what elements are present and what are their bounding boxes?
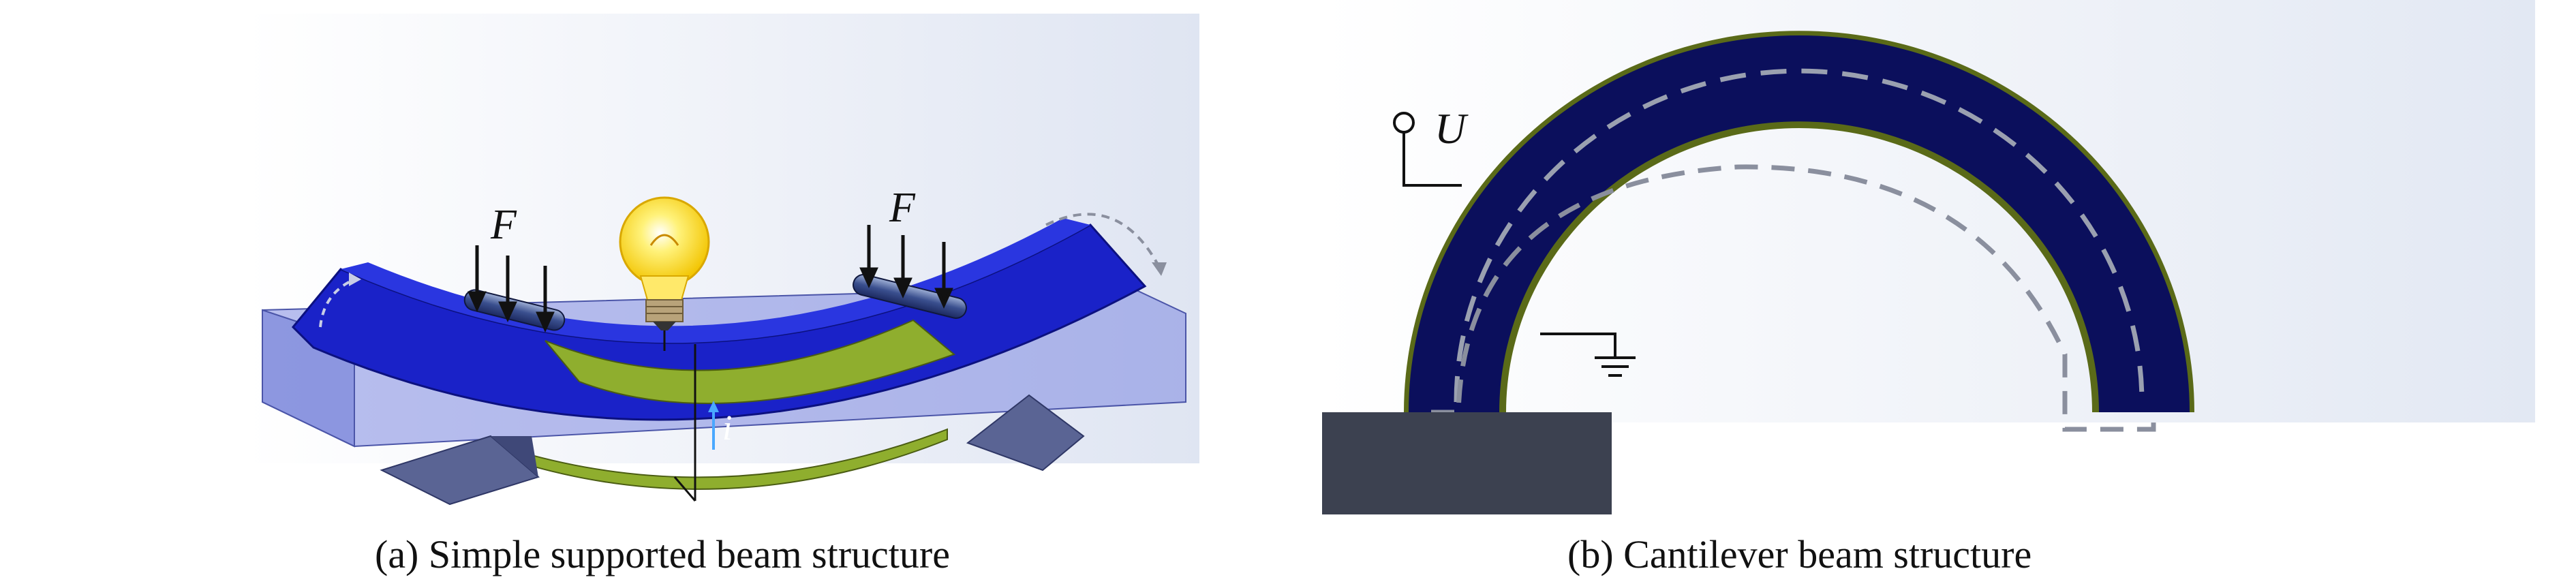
left-support-shade xyxy=(491,436,538,477)
simple-beam-diagram: F F i xyxy=(245,14,1199,506)
terminal-circle-icon xyxy=(1393,112,1415,134)
clamp-block xyxy=(1322,412,1612,514)
cantilever-beam-diagram: U xyxy=(1322,0,2535,514)
deformed-shape-dashed xyxy=(1431,164,2156,432)
bulb-wire-diagonal xyxy=(673,476,696,502)
lower-piezo-layer xyxy=(490,428,948,490)
force-label-left: F xyxy=(490,202,517,248)
cantilever-arch xyxy=(1409,35,2190,412)
panel-cantilever-beam: U (b) Cantilever beam structure xyxy=(1295,0,2576,586)
right-curved-arrow-head xyxy=(1152,262,1167,276)
right-curved-arrow-icon xyxy=(1045,213,1160,266)
right-support xyxy=(966,394,1085,472)
current-label: i xyxy=(722,409,732,448)
left-force-arrows xyxy=(467,245,555,333)
ground-wire xyxy=(1540,333,1616,358)
left-curved-arrow-icon xyxy=(319,278,355,328)
caption-panel-b: (b) Cantilever beam structure xyxy=(1567,532,2032,576)
current-arrow-head xyxy=(708,401,719,412)
upper-piezo-layer xyxy=(545,319,955,404)
voltage-label: U xyxy=(1435,104,1469,153)
neutral-axis-dashed xyxy=(1454,68,2145,403)
force-label-right: F xyxy=(889,185,916,231)
light-bulb-icon xyxy=(619,196,710,330)
voltage-wire xyxy=(1402,132,1462,187)
right-roller-rod xyxy=(853,274,967,319)
ground-symbol-icon xyxy=(1595,356,1636,377)
beam-top-face xyxy=(341,218,1090,343)
left-roller-rod xyxy=(463,289,566,331)
left-curved-arrow-head xyxy=(349,273,361,286)
caption-panel-a: (a) Simple supported beam structure xyxy=(375,532,950,576)
panel-simple-supported-beam: F F i (a) Simple supported beam structur… xyxy=(0,0,1213,586)
right-force-arrows xyxy=(859,225,953,309)
